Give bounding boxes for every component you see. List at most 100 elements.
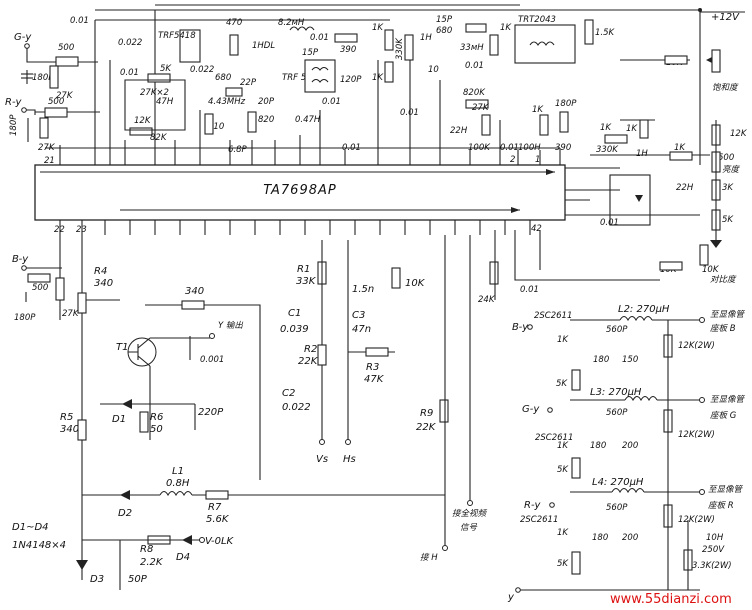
g-r27k-label: 27K	[56, 91, 74, 101]
c3-value: 47n	[352, 324, 371, 335]
trt2043-label: TRT2043	[518, 15, 556, 25]
c001i-label: 0.01	[600, 218, 619, 228]
r1kg-label: 1K	[674, 143, 686, 153]
l33mh-label: 33мH	[460, 43, 484, 53]
r1k-label: 1K	[372, 23, 384, 33]
supply-label: +12V	[711, 12, 740, 23]
b-r150-label: 150	[622, 355, 638, 365]
c001e-label: 0.01	[342, 143, 361, 153]
r7-label: R7	[208, 502, 222, 513]
c10-label: 10	[428, 65, 439, 75]
g-c560p-label: 560P	[606, 408, 628, 418]
c220p-label: 220P	[198, 407, 224, 418]
d2-label: D2	[118, 508, 132, 519]
r8-value: 2.2K	[140, 557, 164, 568]
c1-label: C1	[288, 308, 301, 319]
r10kc-label: 10K	[702, 265, 720, 275]
pin-21-label: 21	[44, 156, 55, 166]
c001f-label: 0.01	[465, 61, 484, 71]
r470-label: 470	[226, 18, 242, 28]
r5k-label: 5K	[160, 64, 172, 74]
r1ke-label: 1K	[626, 124, 638, 134]
r7-value: 5.6K	[206, 514, 230, 525]
r-r500-label: 500	[48, 97, 64, 107]
l82mh-label: 8.2мH	[278, 18, 305, 28]
ic-ta7698ap: TA7698AP 21 22 23 42 2 1	[34, 10, 566, 235]
c047h-label: 0.47H	[295, 115, 321, 125]
r-tr-label: 2SC2611	[520, 515, 558, 525]
r1kf-label: 1K	[600, 123, 612, 133]
r15k-label: 1.5K	[595, 28, 616, 38]
g-r200-label: 200	[622, 441, 638, 451]
d1-label: D1	[112, 414, 126, 425]
c001c-label: 0.01	[310, 33, 329, 43]
r-r5k-label: 5K	[557, 559, 569, 569]
c120p-label: 120P	[340, 75, 362, 85]
crt-r-label-1: 至显像管	[708, 484, 744, 495]
pin-22-label: 22	[54, 225, 65, 235]
l47h-label: 47H	[156, 97, 174, 107]
d4-label: D4	[176, 552, 190, 563]
pin-1-label: 1	[535, 155, 540, 165]
r1kb-label: 1K	[372, 73, 384, 83]
r330kb-label: 330K	[596, 145, 619, 155]
r1-value: 33K	[296, 276, 317, 287]
l22h-label: 22H	[450, 126, 468, 136]
c2-label: C2	[282, 388, 295, 399]
c0022b-label: 0.022	[190, 65, 214, 75]
jie-h-label: 接 H	[420, 552, 438, 563]
c20p-label: 20P	[258, 97, 275, 107]
t1-label: T1	[116, 342, 128, 353]
b-r180-label: 180	[593, 355, 609, 365]
r3-label: R3	[366, 362, 379, 373]
c2-value: 0.022	[282, 402, 311, 413]
r10k-label: 10K	[405, 278, 426, 289]
r-y-input-label: R-y	[5, 97, 23, 108]
saturation-label: 饱和度	[712, 82, 739, 93]
l2-label: L2: 270μH	[618, 304, 670, 315]
output-stages: B-y 2SC2611 L2: 270μH 至显像管 座板 B 560P 1K …	[507, 304, 746, 603]
controls-section: +12V 10K 饱和度 1K 12K 500 亮度 3K 5K 1K 330K…	[478, 8, 748, 305]
b-y-stage-label: B-y	[512, 322, 529, 333]
y-bottom-label: y	[507, 592, 515, 603]
g-input-network: G-y 500 180P 27K	[14, 32, 98, 101]
r12k-label: 12K	[730, 129, 748, 139]
r-r200-label: 200	[622, 533, 638, 543]
g-r180-label: 180	[590, 441, 606, 451]
c001h-label: 0.01	[500, 143, 519, 153]
g-c180p-label: 180P	[32, 73, 54, 83]
g-r12k-label: 12K(2W)	[678, 430, 715, 440]
c180p-label: 180P	[555, 99, 577, 109]
l4-label: L4: 270μH	[592, 477, 644, 488]
r4-label: R4	[94, 266, 107, 277]
c22p-label: 22P	[240, 78, 257, 88]
b-r1k-label: 1K	[557, 335, 569, 345]
r1kd-label: 1K	[532, 105, 544, 115]
b-c180p-label: 180P	[14, 313, 36, 323]
vs-label: Vs	[316, 454, 328, 465]
b-r5k-label: 5K	[556, 379, 568, 389]
r680b-label: 680	[436, 26, 452, 36]
c100h-label: 100H	[518, 143, 541, 153]
r12k-label: 12K	[134, 116, 152, 126]
r330k-label: 330K	[395, 37, 405, 60]
r9-value: 22K	[416, 422, 437, 433]
g-r500-label: 500	[58, 43, 74, 53]
c001g-label: 0.01	[400, 108, 419, 118]
r5kb-label: 5K	[722, 215, 734, 225]
c001-label: 0.01	[70, 16, 89, 26]
r-r1k-label: 1K	[557, 528, 569, 538]
r1-label: R1	[297, 264, 310, 275]
r100k-label: 100K	[468, 143, 491, 153]
c0022-label: 0.022	[118, 38, 142, 48]
c22h-label: 22H	[676, 183, 694, 193]
c1h-label: 1H	[420, 33, 432, 43]
r6-value: 50	[150, 424, 163, 435]
full-video-label: 接全视频	[452, 508, 488, 519]
c3-label: C3	[352, 310, 365, 321]
crt-g-label-1: 至显像管	[710, 394, 746, 405]
trf5418b-label: TRF 5418	[282, 73, 323, 83]
r390-label: 390	[340, 45, 356, 55]
v-olk-label: V-0LK	[205, 536, 235, 547]
